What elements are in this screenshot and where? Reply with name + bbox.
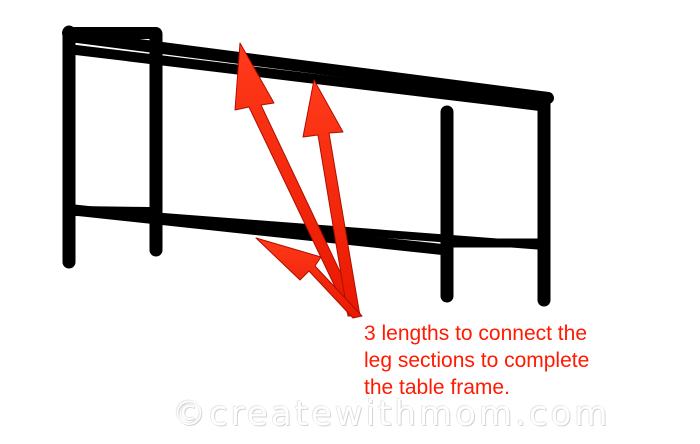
watermark: ©createwithmom.com xyxy=(172,394,611,434)
table-frame xyxy=(62,25,554,307)
arrow-left-icon xyxy=(255,237,363,319)
top-front-rail xyxy=(71,45,545,111)
callout-text: 3 lengths to connect the leg sections to… xyxy=(364,320,684,401)
arrow-up-icon xyxy=(302,79,361,317)
callout-line-3: the table frame. xyxy=(364,376,510,399)
lower-back-rail xyxy=(68,204,453,256)
callout-line-1: 3 lengths to connect the xyxy=(364,322,587,345)
top-back-rail xyxy=(64,30,554,104)
lower-front-rail xyxy=(146,212,548,250)
callout-line-2: leg sections to complete xyxy=(364,349,590,372)
callout-arrows xyxy=(234,42,363,319)
